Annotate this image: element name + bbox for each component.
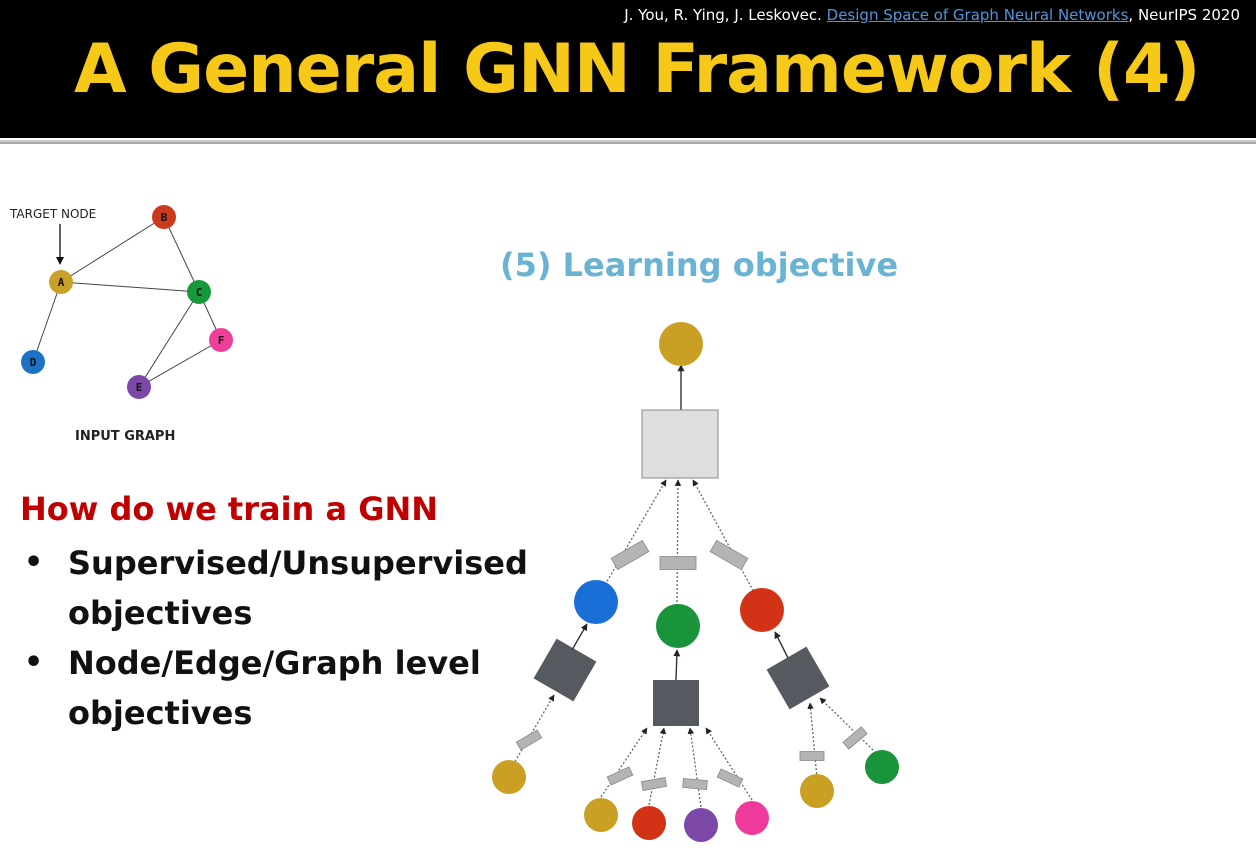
aggregator-box (641, 409, 719, 479)
node-e-label: E (136, 381, 143, 394)
message-rect-leaf-b (640, 777, 668, 791)
leaf-a-left (492, 760, 526, 794)
slide-title: A General GNN Framework (4) (74, 30, 1200, 109)
node-e-circle (127, 375, 151, 399)
arrow-box-to-b (571, 623, 588, 651)
section-title: (5) Learning objective (500, 246, 899, 284)
input-graph-nodes: A B C D E F (21, 205, 233, 399)
header-bar: J. You, R. Ying, J. Leskovec. Design Spa… (0, 0, 1256, 138)
message-rect-b (610, 539, 650, 571)
node-d: D (21, 350, 45, 374)
message-rect-leaf-f (716, 768, 744, 788)
edge-leaf-a-to-box-middle (600, 727, 648, 798)
aggregator-box-left (533, 638, 597, 702)
message-rect-c (659, 556, 697, 570)
node-e: E (127, 375, 151, 399)
bullet-text: Node/Edge/Graph level objectives (68, 644, 481, 732)
arrow-box-to-d (774, 631, 789, 659)
edge-a-to-box-right (807, 702, 818, 779)
graph-edge-ce (138, 291, 200, 388)
message-rect-a-right (799, 751, 825, 761)
message-rect-leaf-a (606, 766, 634, 786)
node-d-label: D (30, 356, 37, 369)
leaf-b-middle (632, 806, 666, 840)
graph-edge-ad (32, 281, 62, 363)
citation-authors: J. You, R. Ying, J. Leskovec. (624, 6, 827, 24)
leaf-f-middle (735, 801, 769, 835)
edge-leaf-e-to-box-middle (687, 727, 702, 808)
bullet-item: • Supervised/Unsupervised objectives (20, 538, 540, 638)
target-node-label: TARGET NODE (9, 207, 96, 221)
leaf-e-middle (684, 808, 718, 842)
message-rect-d (709, 539, 749, 571)
bullet-dot: • (24, 645, 44, 680)
leaf-a-middle (584, 798, 618, 832)
node-a: A (49, 270, 73, 294)
bullet-text: Supervised/Unsupervised objectives (68, 544, 528, 632)
node-b: B (152, 205, 176, 229)
node-a-circle (49, 270, 73, 294)
node-b-label: B (161, 211, 168, 224)
bullet-dot: • (24, 545, 44, 580)
node-f-label: F (218, 334, 225, 347)
output-node-a (659, 322, 703, 366)
header-divider (0, 140, 1256, 144)
computation-graph-diagram (492, 322, 899, 842)
edge-leaf-f-to-box-middle (705, 727, 753, 801)
edge-c-to-agg (674, 479, 682, 607)
training-heading: How do we train a GNN (20, 490, 439, 528)
graph-edge-ac (60, 281, 200, 293)
edge-leaf-b-to-box-middle (648, 727, 667, 806)
input-graph-diagram: TARGET NODE A B C D E F INPUT GRAPH (9, 205, 233, 444)
node-c-layer1 (656, 604, 700, 648)
message-rect-c-right (842, 726, 868, 750)
citation-paper-link[interactable]: Design Space of Graph Neural Networks (826, 6, 1129, 24)
message-rect-leaf-e (682, 778, 708, 790)
arrow-box-to-c (673, 649, 681, 681)
leaf-a-right (800, 774, 834, 808)
aggregator-box-middle (653, 680, 699, 726)
node-b-circle (152, 205, 176, 229)
node-c-label: C (196, 286, 203, 299)
input-graph-caption: INPUT GRAPH (75, 429, 175, 444)
edge-c-to-box-right (819, 697, 874, 751)
node-a-label: A (58, 276, 65, 289)
edge-a-to-box-left (512, 694, 555, 766)
citation-venue: , NeurIPS 2020 (1128, 6, 1240, 24)
node-f: F (209, 328, 233, 352)
citation: J. You, R. Ying, J. Leskovec. Design Spa… (624, 6, 1240, 24)
node-d-circle (21, 350, 45, 374)
leaf-c-right (865, 750, 899, 784)
edge-d-to-agg (692, 479, 762, 606)
message-rect-a-left (515, 729, 543, 751)
graph-edge-ef (138, 339, 222, 388)
node-c-circle (187, 280, 211, 304)
edge-b-to-agg (594, 479, 667, 603)
node-d-layer1 (740, 588, 784, 632)
aggregator-box-right (766, 646, 830, 710)
node-f-circle (209, 328, 233, 352)
node-b-layer1 (574, 580, 618, 624)
bullet-item: • Node/Edge/Graph level objectives (20, 638, 540, 738)
target-arrow-head (56, 257, 64, 265)
training-bullets: • Supervised/Unsupervised objectives • Nod… (20, 538, 540, 738)
graph-edge-ab (60, 216, 165, 283)
node-c: C (187, 280, 211, 304)
graph-edge-bc (163, 216, 200, 293)
